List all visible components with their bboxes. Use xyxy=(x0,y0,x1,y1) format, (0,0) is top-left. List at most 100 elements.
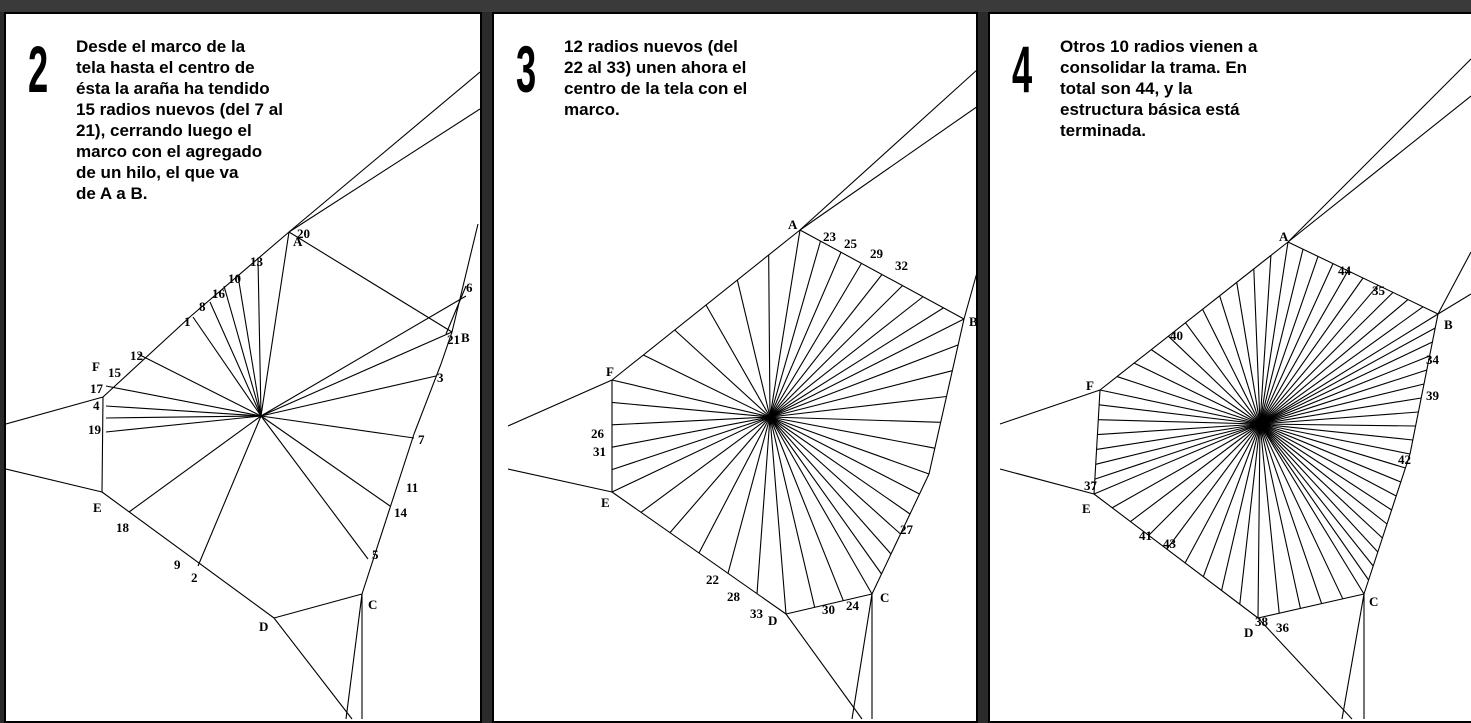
radius-thread xyxy=(770,417,910,514)
point-label: 11 xyxy=(406,480,418,495)
point-label: 15 xyxy=(108,365,122,380)
radius-thread xyxy=(612,417,770,425)
radius-thread xyxy=(261,332,452,416)
point-label: 41 xyxy=(1139,528,1152,543)
point-label: A xyxy=(1279,229,1289,244)
step-number: 3 xyxy=(516,36,536,102)
frame-thread xyxy=(1094,494,1258,618)
radius-thread xyxy=(706,305,770,417)
frame-thread xyxy=(102,492,274,618)
point-label: E xyxy=(93,500,102,515)
anchor-thread xyxy=(274,618,352,719)
point-label: 25 xyxy=(844,236,858,251)
point-label: 36 xyxy=(1276,620,1290,635)
radius-thread xyxy=(737,280,770,417)
frame-thread xyxy=(289,232,452,332)
anchor-thread xyxy=(1258,618,1352,719)
radius-thread xyxy=(261,416,368,559)
radius-thread xyxy=(757,417,770,594)
radius-thread xyxy=(1254,269,1260,424)
web-threads xyxy=(508,69,978,719)
frame-thread xyxy=(103,316,191,397)
anchor-thread xyxy=(786,614,862,719)
point-label: 42 xyxy=(1398,452,1411,467)
point-label: C xyxy=(1369,594,1378,609)
radius-thread xyxy=(612,417,770,492)
radius-thread xyxy=(1260,342,1432,424)
radius-thread xyxy=(1260,424,1401,482)
point-label: 18 xyxy=(116,520,130,535)
anchor-thread xyxy=(1342,594,1364,719)
point-label: D xyxy=(259,619,268,634)
radius-thread xyxy=(1097,424,1260,449)
web-threads xyxy=(1000,59,1471,719)
anchor-thread xyxy=(508,380,612,426)
point-label: C xyxy=(368,597,377,612)
point-label: 39 xyxy=(1426,388,1440,403)
point-label: 28 xyxy=(727,589,741,604)
radius-thread xyxy=(1260,424,1364,594)
point-label: 38 xyxy=(1255,614,1269,629)
point-label: 17 xyxy=(90,381,104,396)
step-number: 2 xyxy=(28,36,48,102)
point-label: D xyxy=(768,613,777,628)
point-label: 1 xyxy=(184,314,191,329)
radius-thread xyxy=(1260,424,1413,440)
radius-thread xyxy=(261,416,414,438)
step-description: Otros 10 radios vienen a consolidar la t… xyxy=(1060,36,1360,141)
radius-thread xyxy=(1260,424,1378,552)
point-label: 22 xyxy=(706,572,719,587)
radius-thread xyxy=(261,232,289,416)
point-label: 34 xyxy=(1426,352,1440,367)
radius-thread xyxy=(770,417,901,534)
radius-thread xyxy=(106,416,261,432)
radius-thread xyxy=(1260,271,1348,424)
radius-thread xyxy=(261,296,466,416)
point-label: 37 xyxy=(1084,478,1098,493)
point-label: 33 xyxy=(750,606,764,621)
point-label: 20 xyxy=(297,226,310,241)
radius-thread xyxy=(1260,356,1430,424)
point-label: 7 xyxy=(418,432,425,447)
radius-thread xyxy=(770,308,944,417)
radius-thread xyxy=(1260,424,1405,468)
radius-thread xyxy=(1185,323,1260,424)
point-label: 23 xyxy=(823,229,837,244)
radius-thread xyxy=(612,380,770,417)
radius-thread xyxy=(1117,377,1260,424)
anchor-thread xyxy=(1000,469,1094,494)
radius-thread xyxy=(1260,314,1438,424)
anchor-thread xyxy=(452,224,478,332)
point-label: 26 xyxy=(591,426,605,441)
point-label: 31 xyxy=(593,444,606,459)
radius-thread xyxy=(770,230,800,417)
point-label: 19 xyxy=(88,422,102,437)
point-label: 44 xyxy=(1338,263,1352,278)
point-label: 29 xyxy=(870,246,884,261)
radius-thread xyxy=(643,355,770,417)
radius-thread xyxy=(770,297,923,417)
point-label: 27 xyxy=(900,522,914,537)
point-label: F xyxy=(1086,378,1094,393)
point-label: C xyxy=(880,590,889,605)
radius-thread xyxy=(1258,424,1260,618)
radius-thread xyxy=(1260,264,1333,424)
radius-thread xyxy=(1149,424,1260,535)
anchor-thread xyxy=(800,106,978,230)
radius-thread xyxy=(1237,282,1260,424)
radius-thread xyxy=(612,417,770,447)
point-label: 10 xyxy=(228,271,241,286)
radius-thread xyxy=(1260,292,1393,424)
step-number: 4 xyxy=(1012,36,1032,102)
radius-thread xyxy=(1260,424,1369,580)
point-label: 8 xyxy=(199,299,206,314)
point-label: 13 xyxy=(250,254,264,269)
radius-thread xyxy=(193,317,261,416)
point-label: 40 xyxy=(1170,328,1183,343)
point-label: 6 xyxy=(466,280,473,295)
radius-thread xyxy=(612,402,770,417)
point-label: 14 xyxy=(394,505,408,520)
